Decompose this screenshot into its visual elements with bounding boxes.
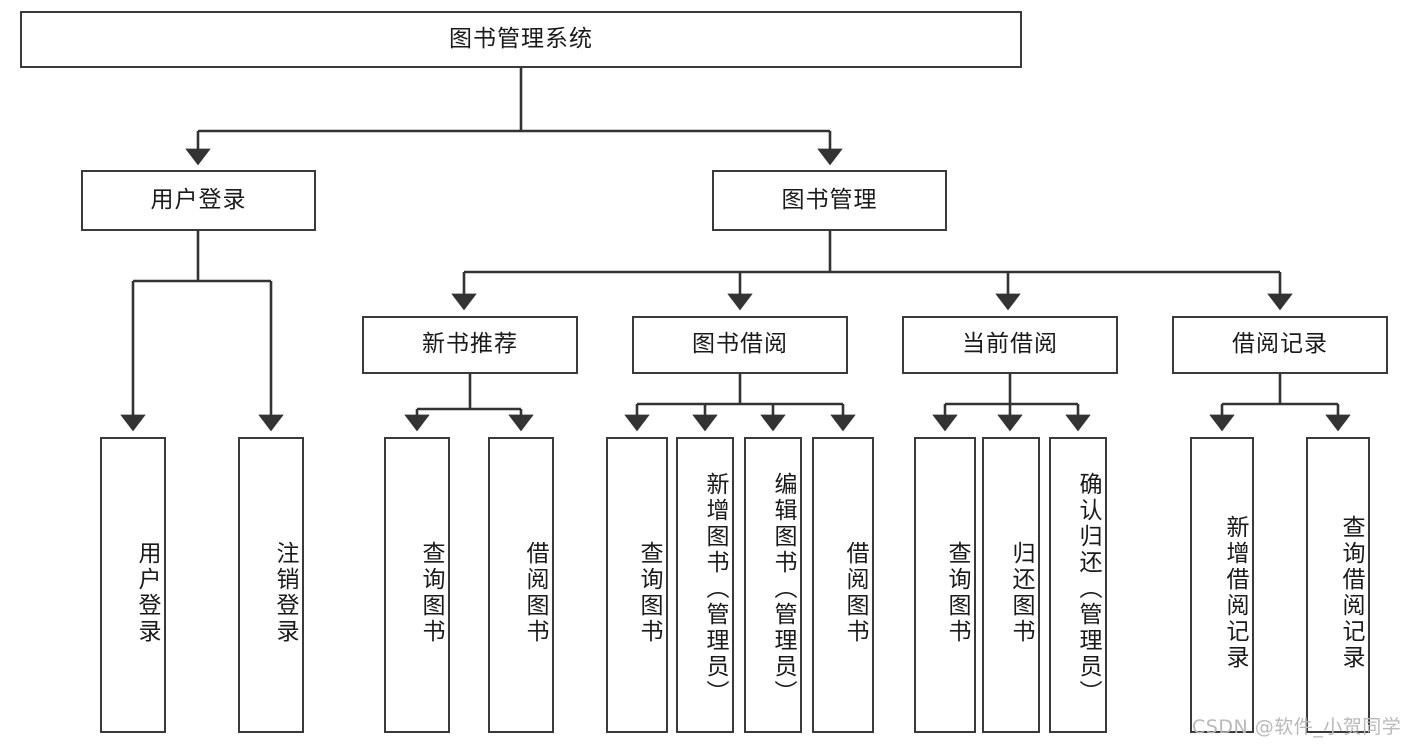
node-label: 当前借阅 — [962, 331, 1058, 358]
csdn-watermark: CSDN @软件_小贺同学 — [1192, 716, 1402, 738]
leaf-query-borrow-record[interactable]: 查询借阅记录 — [1306, 437, 1370, 733]
node-label: 用户登录 — [150, 186, 247, 213]
node-label: 编辑图书（管理员） — [770, 472, 796, 706]
leaf-add-borrow-record[interactable]: 新增借阅记录 — [1190, 437, 1254, 733]
node-label: 借阅图书 — [522, 541, 548, 645]
node-borrow-record[interactable]: 借阅记录 — [1172, 316, 1388, 374]
leaf-user-login[interactable]: 用户登录 — [100, 437, 166, 733]
node-label: 图书管理系统 — [449, 25, 593, 52]
leaf-add-book-admin[interactable]: 新增图书（管理员） — [676, 437, 734, 733]
node-label: 图书管理 — [781, 186, 878, 213]
node-label: 查询图书 — [944, 541, 970, 645]
leaf-borrow-book-recommend[interactable]: 借阅图书 — [488, 437, 554, 733]
node-book-borrow[interactable]: 图书借阅 — [632, 316, 848, 374]
node-label: 归还图书 — [1008, 541, 1034, 645]
leaf-query-book-borrow[interactable]: 查询图书 — [606, 437, 668, 733]
leaf-logout-login[interactable]: 注销登录 — [238, 437, 304, 733]
node-label: 注销登录 — [272, 541, 298, 645]
node-new-book-recommend[interactable]: 新书推荐 — [362, 316, 578, 374]
node-current-borrow[interactable]: 当前借阅 — [902, 316, 1118, 374]
leaf-edit-book-admin[interactable]: 编辑图书（管理员） — [744, 437, 802, 733]
node-label: 图书借阅 — [692, 331, 788, 358]
node-label: 新书推荐 — [422, 331, 518, 358]
node-book-management-system[interactable]: 图书管理系统 — [20, 11, 1022, 68]
node-book-manage[interactable]: 图书管理 — [712, 170, 947, 231]
leaf-confirm-return-admin[interactable]: 确认归还（管理员） — [1049, 437, 1107, 733]
leaf-borrow-book-borrow[interactable]: 借阅图书 — [812, 437, 874, 733]
node-label: 查询图书 — [418, 541, 444, 645]
node-label: 新增借阅记录 — [1222, 515, 1248, 671]
node-label: 新增图书（管理员） — [702, 472, 728, 706]
node-user-login[interactable]: 用户登录 — [81, 170, 316, 231]
node-label: 查询借阅记录 — [1338, 515, 1364, 671]
leaf-return-book[interactable]: 归还图书 — [982, 437, 1040, 733]
node-label: 确认归还（管理员） — [1075, 472, 1101, 706]
node-label: 借阅记录 — [1232, 331, 1328, 358]
node-label: 查询图书 — [636, 541, 662, 645]
leaf-query-book-recommend[interactable]: 查询图书 — [384, 437, 450, 733]
node-label: 用户登录 — [134, 541, 160, 645]
node-label: 借阅图书 — [842, 541, 868, 645]
leaf-query-book-current[interactable]: 查询图书 — [914, 437, 976, 733]
